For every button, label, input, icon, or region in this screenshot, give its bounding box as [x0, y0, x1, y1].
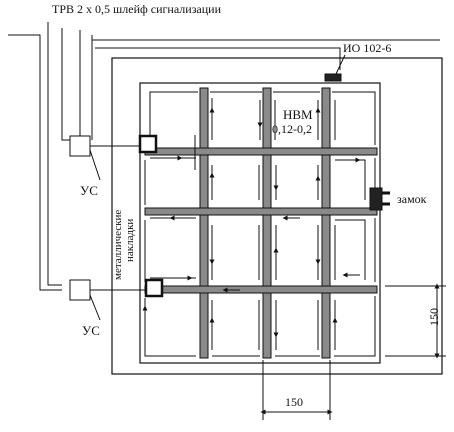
junction-connectors	[89, 145, 145, 321]
lock-symbol	[369, 187, 383, 211]
dimension-vertical-value: 150	[427, 308, 441, 326]
door-inner-panel	[139, 82, 381, 364]
vertical-bars	[199, 87, 331, 359]
metal-plates-label-line2: накладки	[124, 219, 136, 262]
horizontal-bar-upper	[144, 147, 378, 156]
metal-plate-bottom	[144, 278, 164, 298]
metal-plates-label: металлические накладки	[112, 210, 136, 280]
junction-top-label: УС	[80, 183, 98, 198]
detector-model-label: ИО 102-6	[343, 41, 391, 55]
door-outer-frame	[111, 57, 443, 375]
junction-bottom-label: УС	[82, 323, 100, 338]
junction-box-top	[69, 135, 91, 157]
detector-leader-line	[335, 54, 346, 75]
wire-spec-label-line2: 0,12-0,2	[272, 122, 312, 136]
horizontal-bar-lower	[144, 285, 378, 294]
dimension-horizontal	[260, 360, 333, 420]
dimension-vertical	[385, 283, 446, 359]
vertical-bar-left	[199, 87, 209, 359]
vertical-bar-right	[321, 87, 331, 359]
direction-arrows	[142, 107, 361, 338]
sensing-wire-loop	[144, 91, 376, 357]
cable-spec-label: ТРВ 2 х 0,5 шлейф сигнализации	[52, 2, 222, 16]
dimension-horizontal-value: 150	[285, 395, 303, 409]
detector-magnet	[324, 73, 342, 82]
signal-cable-lines	[8, 22, 440, 291]
metal-plate-top	[138, 134, 158, 154]
horizontal-bar-middle	[144, 207, 378, 216]
lock-label: замок	[397, 192, 427, 206]
wire-spec-label-line1: НВМ	[283, 107, 313, 122]
vertical-bar-middle	[262, 87, 272, 359]
metal-plates-label-line1: металлические	[112, 210, 124, 280]
junction-box-bottom	[69, 279, 91, 301]
